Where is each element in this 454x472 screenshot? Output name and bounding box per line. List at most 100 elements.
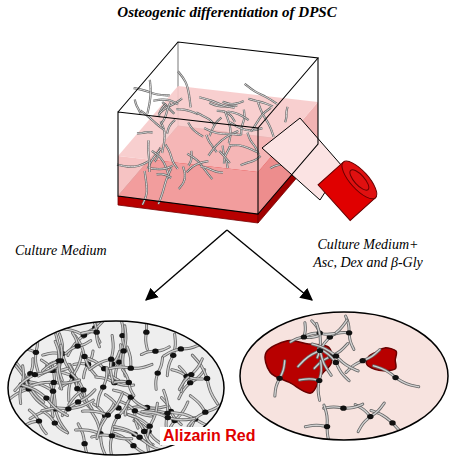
- cell-fiber: [151, 166, 173, 169]
- cell-process: [114, 427, 140, 438]
- cell-process: [97, 387, 103, 406]
- stain-label: Alizarin Red: [160, 427, 258, 445]
- cell-process: [58, 362, 62, 389]
- cell-fiber: [241, 110, 244, 135]
- cell-fiber: [157, 174, 172, 178]
- cell-nucleus: [155, 370, 161, 375]
- cell-process: [124, 326, 126, 351]
- cell-process: [168, 418, 195, 420]
- cell-process: [146, 332, 148, 349]
- cell-process: [280, 361, 285, 379]
- cell-nucleus: [75, 399, 81, 404]
- cell-process: [111, 335, 113, 359]
- cell-nucleus: [36, 418, 42, 423]
- cell-fiber: [179, 166, 185, 188]
- cell-fiber: [140, 110, 164, 129]
- cell-nucleus: [128, 366, 134, 371]
- cell-process: [72, 353, 82, 376]
- cell-fiber: [245, 84, 277, 104]
- cell-process: [320, 350, 331, 375]
- cell-process: [56, 334, 59, 362]
- cell-nucleus: [120, 348, 126, 353]
- cell-nucleus: [165, 415, 171, 420]
- cell-fiber: [219, 151, 230, 163]
- cell-process: [36, 352, 38, 371]
- cell-nucleus: [324, 424, 330, 429]
- cell-process: [319, 361, 321, 381]
- cell-process: [298, 350, 320, 366]
- cell-fiber: [187, 154, 212, 179]
- cell-fiber: [148, 140, 149, 172]
- cell-process: [336, 356, 358, 371]
- cell-process: [305, 425, 327, 427]
- cell-fiber: [176, 109, 198, 114]
- cell-process: [190, 396, 205, 412]
- cell-fiber: [153, 100, 178, 105]
- cell-nucleus: [56, 358, 62, 363]
- cell-nucleus: [392, 375, 398, 380]
- cell-fiber: [179, 166, 185, 188]
- cell-process: [131, 364, 152, 368]
- condition-label: Culture Medium: [15, 242, 215, 260]
- cell-nucleus: [93, 330, 99, 335]
- cell-process: [78, 424, 84, 444]
- cell-fiber: [137, 132, 153, 133]
- cell-process: [58, 362, 62, 389]
- cell-nucleus: [105, 412, 111, 417]
- cell-fiber: [285, 107, 287, 122]
- cell-process: [358, 417, 370, 432]
- diagram-title: Osteogenic differentiation of DPSC: [0, 4, 454, 21]
- cell-fiber: [117, 161, 148, 166]
- cell-nucleus: [143, 330, 149, 335]
- cell-fibers: [117, 71, 288, 204]
- cell-nucleus: [33, 350, 39, 355]
- cell-fiber: [140, 110, 164, 129]
- cell-fiber: [206, 135, 216, 152]
- cell-fiber: [178, 71, 191, 107]
- cell-nucleus: [389, 420, 395, 425]
- cell-process: [336, 356, 358, 371]
- cell-process: [142, 412, 168, 418]
- cell-process: [374, 366, 396, 378]
- cell-process: [56, 334, 59, 362]
- cell-process: [97, 415, 108, 438]
- cell-fiber: [178, 71, 191, 107]
- cell-nucleus: [126, 380, 132, 385]
- cell-nucleus: [74, 343, 80, 348]
- cell-nucleus: [74, 386, 80, 391]
- cell-process: [370, 403, 384, 417]
- cell-process: [207, 378, 218, 403]
- cell-nucleus: [340, 406, 346, 411]
- cell-nucleus: [130, 443, 136, 448]
- cell-process: [305, 425, 327, 427]
- cell-process: [370, 403, 384, 417]
- cell-process: [59, 361, 62, 381]
- cell-process: [76, 430, 101, 434]
- cell-nucleus: [202, 410, 208, 415]
- cell-fiber: [187, 154, 212, 179]
- cell-process: [324, 405, 327, 426]
- cell-fiber: [161, 121, 165, 153]
- flask-front-edges: [118, 42, 318, 214]
- cell-process: [142, 412, 168, 418]
- cell-process: [319, 361, 321, 381]
- cell-nucleus: [178, 346, 184, 351]
- cell-process: [275, 378, 280, 396]
- cell-fiber: [135, 100, 141, 114]
- cell-nucleus: [367, 414, 373, 419]
- cell-process: [68, 400, 93, 409]
- cell-process: [327, 427, 332, 448]
- cell-fiber: [201, 166, 223, 172]
- cell-process: [82, 411, 107, 415]
- cell-fiber: [227, 112, 248, 121]
- cells: [265, 316, 419, 448]
- cell-process: [114, 427, 140, 438]
- cell-process: [280, 361, 285, 379]
- cell-process: [78, 424, 84, 444]
- cell-fiber: [229, 145, 257, 152]
- cell-process: [28, 382, 54, 387]
- cell-fiber: [157, 174, 172, 178]
- cell-process: [28, 382, 54, 387]
- cell-process: [164, 390, 168, 413]
- cell-process: [275, 378, 280, 396]
